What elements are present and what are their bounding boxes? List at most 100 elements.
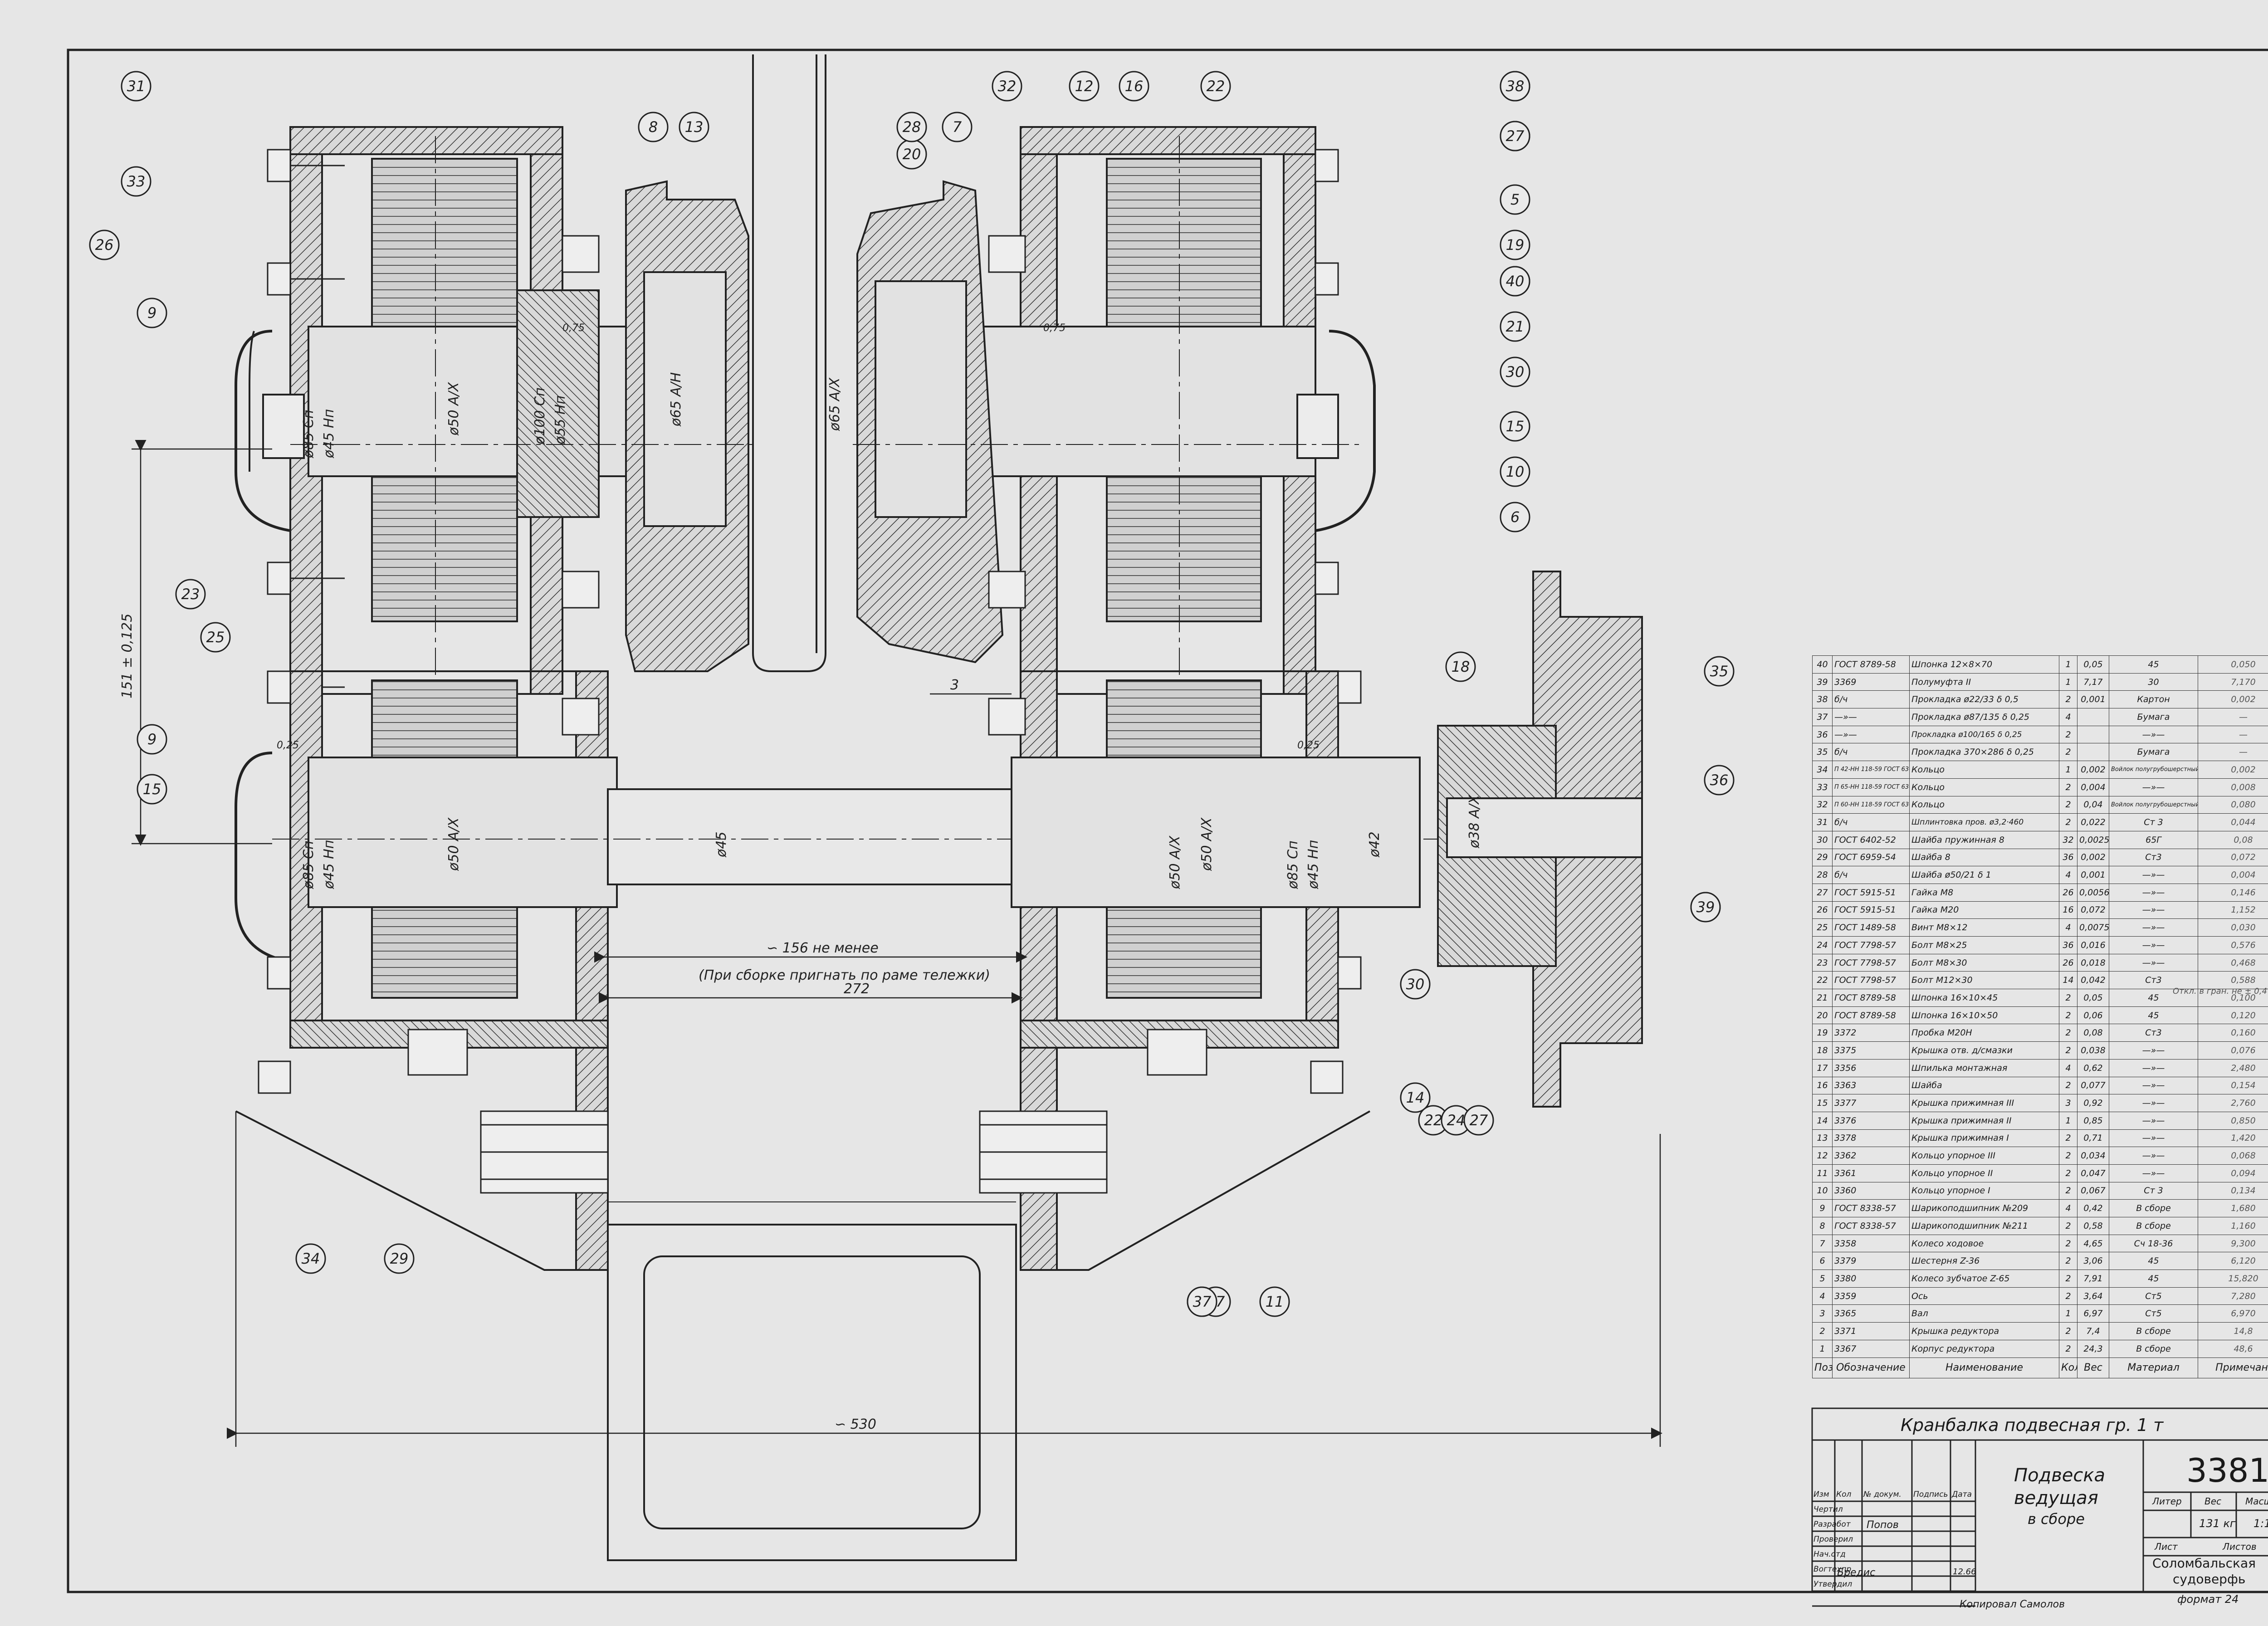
cell-pos: 25 (1812, 918, 1833, 937)
cell-pos: 40 (1812, 655, 1833, 674)
dim-d45-r: ø45 Нп (1305, 840, 1321, 889)
bolts-lower-left (258, 670, 609, 1194)
cell-name: Кольцо упорное III (1909, 1147, 2059, 1165)
cell-note: 0,146 (2198, 883, 2268, 902)
cell-pos: 13 (1812, 1129, 1833, 1147)
cell-material: Ст 3 (2109, 813, 2198, 831)
cell-qty: 2 (2059, 1129, 2077, 1147)
cell-name: Полумуфта II (1909, 673, 2059, 691)
role-label: Утвердил (1813, 1580, 1853, 1589)
cell-material: —»— (2109, 1129, 2198, 1147)
cell-name: Ось (1909, 1287, 2059, 1305)
cell-note: 0,072 (2198, 848, 2268, 867)
col-litera: Литер (2152, 1496, 2182, 1507)
cell-pos: 3 (1812, 1304, 1833, 1323)
callout-balloon-label: 15 (143, 781, 161, 798)
callout-balloon-label: 11 (1266, 1293, 1284, 1310)
cell-pos: 27 (1812, 883, 1833, 902)
cell-weight: 0,016 (2077, 936, 2109, 954)
cell-weight: 0,072 (2077, 901, 2109, 919)
cell-designation: б/ч (1832, 813, 1910, 831)
header-note: Примечан. (2198, 1357, 2268, 1378)
cell-qty: 3 (2059, 1094, 2077, 1112)
cell-designation: ГОСТ 8789-58 (1832, 655, 1910, 674)
cell-designation: ГОСТ 6402-52 (1832, 830, 1910, 849)
cell-note: 0,100 (2198, 989, 2268, 1007)
table-row: 32П 60-НН 118-59 ГОСТ 6308-52Кольцо20,04… (1812, 796, 2268, 814)
cell-weight: 0,85 (2077, 1111, 2109, 1130)
cell-material: В сборе (2109, 1339, 2198, 1358)
header-designation: Обозначение (1832, 1357, 1910, 1378)
cell-name: Шайба (1909, 1076, 2059, 1095)
cell-pos: 16 (1812, 1076, 1833, 1095)
cell-qty: 2 (2059, 1182, 2077, 1200)
cell-pos: 29 (1812, 848, 1833, 867)
scale-value: 1:1 (2253, 1517, 2268, 1530)
cell-pos: 38 (1812, 690, 1833, 709)
cell-qty: 2 (2059, 1164, 2077, 1182)
cell-material: Картон (2109, 690, 2198, 709)
cell-designation: ГОСТ 8338-57 (1832, 1217, 1910, 1235)
cell-name: Шайба пружинная 8 (1909, 830, 2059, 849)
col-scale: Масштаб (2245, 1496, 2268, 1507)
callout-balloon-label: 21 (1506, 318, 1525, 335)
role-label: Изм (1813, 1490, 1829, 1499)
cell-material: —»— (2109, 1076, 2198, 1095)
callout-balloon-circle (1704, 656, 1735, 687)
cell-material: 30 (2109, 673, 2198, 691)
cell-designation: б/ч (1832, 690, 1910, 709)
cell-note: 0,050 (2198, 655, 2268, 674)
cell-weight: 0,71 (2077, 1129, 2109, 1147)
callout-balloon-circle (942, 112, 973, 142)
cell-qty: 1 (2059, 655, 2077, 674)
cell-weight: 0,002 (2077, 848, 2109, 867)
cell-pos: 12 (1812, 1147, 1833, 1165)
cell-qty: 36 (2059, 936, 2077, 954)
dim-d85-r: ø85 Сп (1285, 840, 1301, 889)
header-name: Наименование (1909, 1357, 2059, 1378)
callout-balloon-circle (1200, 71, 1231, 102)
cell-material: —»— (2109, 936, 2198, 954)
cell-qty: 2 (2059, 690, 2077, 709)
cell-designation: 3379 (1832, 1252, 1910, 1270)
cell-name: Шплинтовка пров. ø3,2·460 (1909, 813, 2059, 831)
dim-530: ∽ 530 (835, 1416, 876, 1432)
cell-note: 9,300 (2198, 1234, 2268, 1253)
header-weight: Вес (2077, 1357, 2109, 1378)
cell-qty: 2 (2059, 1322, 2077, 1340)
callout-balloon-label: 22 (1424, 1112, 1443, 1129)
cell-qty: 2 (2059, 1270, 2077, 1288)
cell-pos: 39 (1812, 673, 1833, 691)
cell-designation: 3356 (1832, 1059, 1910, 1077)
cell-weight: 0,038 (2077, 1041, 2109, 1060)
callout-balloon-circle (638, 112, 669, 142)
cell-note: 0,030 (2198, 918, 2268, 937)
cell-name: Гайка М8 (1909, 883, 2059, 902)
cell-pos: 11 (1812, 1164, 1833, 1182)
cell-name: Винт М8×12 (1909, 918, 2059, 937)
cell-material: —»— (2109, 866, 2198, 884)
cell-note: 48,6 (2198, 1339, 2268, 1358)
cell-qty: 26 (2059, 883, 2077, 902)
cell-material: —»— (2109, 918, 2198, 937)
cell-note: 0,004 (2198, 866, 2268, 884)
cell-name: Кольцо упорное II (1909, 1164, 2059, 1182)
cell-material: —»— (2109, 1147, 2198, 1165)
cell-pos: 20 (1812, 1006, 1833, 1025)
cell-name: Шпонка 16×10×45 (1909, 989, 2059, 1007)
callout-balloon-circle (1500, 71, 1530, 102)
trolley-frame (607, 1201, 1017, 1561)
cell-designation: ГОСТ 8789-58 (1832, 989, 1910, 1007)
format-label: формат 24 (2177, 1593, 2239, 1606)
cell-qty: 2 (2059, 989, 2077, 1007)
cell-designation: —»— (1832, 708, 1910, 726)
cell-pos: 15 (1812, 1094, 1833, 1112)
